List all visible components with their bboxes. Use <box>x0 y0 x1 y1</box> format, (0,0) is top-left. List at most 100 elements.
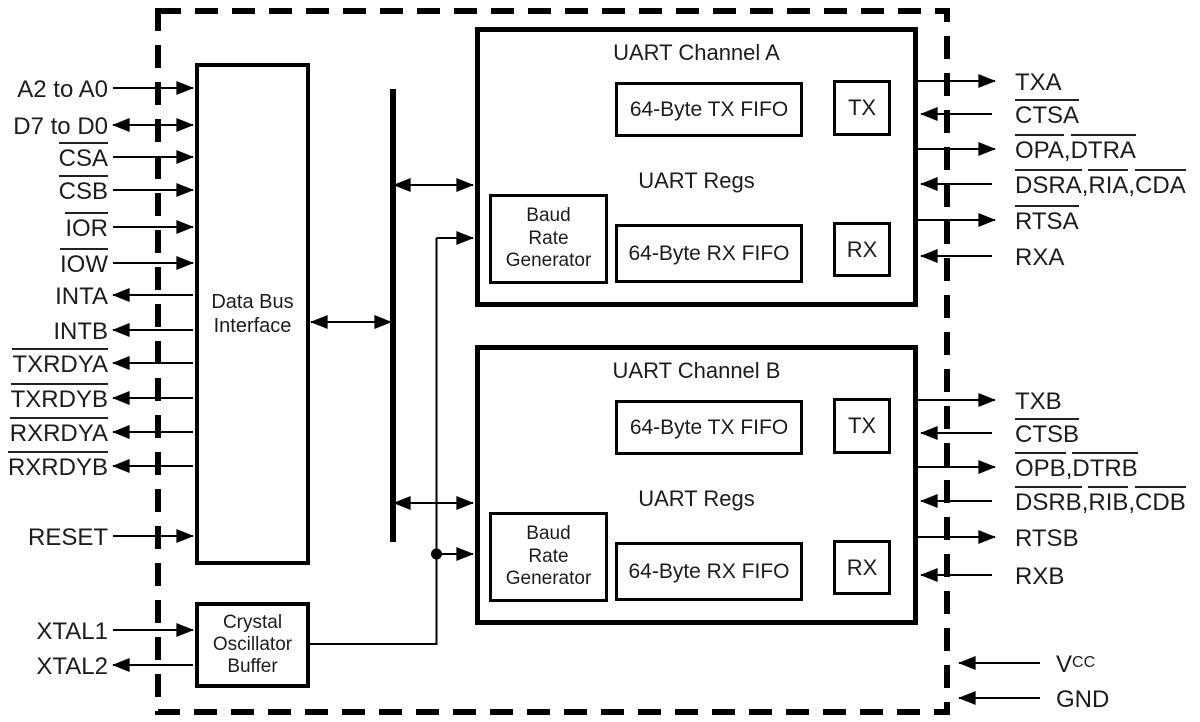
data-bus-interface-label-line: Data Bus <box>211 291 294 313</box>
baud-rate-generator-label-b: Baud Rate Generator <box>506 523 592 590</box>
overlined-signal-text: CSA <box>58 142 108 171</box>
pin-label-xtal1: XTAL1 <box>0 613 108 647</box>
signal-text: A2 to A0 <box>17 76 108 104</box>
signal-text-subscript: CC <box>1072 654 1096 671</box>
overlined-signal-text: DTRB <box>1072 452 1138 481</box>
signal-text: , <box>1128 172 1136 200</box>
uart-channel-b-title: UART Channel B <box>612 358 781 383</box>
pin-label-ctsb: CTSB <box>1015 416 1200 450</box>
overlined-signal-text: TXRDYB <box>10 383 108 412</box>
overlined-signal-text: IOW <box>60 248 108 277</box>
uart-channel-a-block: UART Channel A 64-Byte TX FIFO TX UART R… <box>475 27 918 307</box>
clock-junction-dot <box>431 548 442 560</box>
pin-label-rxa: RXA <box>1015 239 1200 273</box>
signal-text: INTB <box>53 318 108 346</box>
rx-box-a: RX <box>833 222 891 277</box>
pin-label-csb: CSB <box>0 173 108 207</box>
brg-label-line: Baud <box>526 523 571 545</box>
data-bus-interface-label-line: Interface <box>213 315 292 337</box>
pin-label-dsra-ria-cda: DSRA, RIA, CDA <box>1015 167 1200 201</box>
pin-label-csa: CSA <box>0 140 108 174</box>
overlined-signal-text: DSRA <box>1015 169 1082 198</box>
pin-label-inta: INTA <box>0 278 108 312</box>
crystal-oscillator-buffer-label-line: Buffer <box>227 655 278 677</box>
brg-label-line: Baud <box>526 205 571 227</box>
signal-text: GND <box>1056 686 1110 714</box>
crystal-oscillator-buffer-label: Crystal Oscillator Buffer <box>213 612 292 678</box>
signal-text: , <box>1128 489 1136 517</box>
overlined-signal-text: CTSB <box>1015 418 1080 447</box>
pin-label-dsrb-rib-cdb: DSRB, RIB, CDB <box>1015 484 1200 518</box>
pin-label-opa-dtra: OPA, DTRA <box>1015 132 1200 166</box>
tx-fifo-box-b: 64-Byte TX FIFO <box>615 400 803 455</box>
pin-label-txrdyb: TXRDYB <box>0 381 108 415</box>
baud-rate-generator-box-a: Baud Rate Generator <box>489 194 608 284</box>
signal-text: D7 to D0 <box>13 113 108 141</box>
overlined-signal-text: DTRA <box>1070 134 1136 163</box>
tx-fifo-box-a: 64-Byte TX FIFO <box>615 82 803 137</box>
pin-label-txrdya: TXRDYA <box>0 346 108 380</box>
rx-box-b: RX <box>833 540 891 595</box>
crystal-oscillator-buffer-label-line: Oscillator <box>212 634 293 656</box>
tx-fifo-label-a: 64-Byte TX FIFO <box>629 97 789 121</box>
tx-box-a: TX <box>833 80 891 136</box>
overlined-signal-text: DSRB <box>1015 486 1082 515</box>
uart-channel-a-title: UART Channel A <box>613 40 780 65</box>
pin-label-rtsb: RTSB <box>1015 520 1200 554</box>
signal-text: , <box>1081 172 1089 200</box>
rx-fifo-box-a: 64-Byte RX FIFO <box>615 224 803 283</box>
overlined-signal-text: CTSA <box>1015 99 1080 128</box>
pin-label-rxrdyb: RXRDYB <box>0 449 108 483</box>
pin-label-a2-to-a0: A2 to A0 <box>0 71 108 105</box>
tx-box-b: TX <box>833 398 891 454</box>
overlined-signal-text: TXRDYA <box>12 348 108 377</box>
pin-label-ctsa: CTSA <box>1015 97 1200 131</box>
rx-label-a: RX <box>846 236 878 262</box>
rx-fifo-label-b: 64-Byte RX FIFO <box>628 559 790 583</box>
signal-text: RESET <box>27 524 108 552</box>
tx-label-a: TX <box>847 95 877 120</box>
signal-text: , <box>1063 137 1071 165</box>
pin-label-rxrdya: RXRDYA <box>0 415 108 449</box>
brg-label-line: Generator <box>505 250 592 272</box>
overlined-signal-text: CSB <box>58 175 108 204</box>
brg-label-line: Rate <box>528 545 569 567</box>
signal-text: , <box>1081 489 1089 517</box>
signal-text: TXA <box>1015 69 1062 97</box>
pin-label-opb-dtrb: OPB, DTRB <box>1015 450 1200 484</box>
pin-label-rxb: RXB <box>1015 558 1200 592</box>
tx-fifo-label-b: 64-Byte TX FIFO <box>629 415 789 439</box>
baud-rate-generator-label-a: Baud Rate Generator <box>506 205 592 272</box>
overlined-signal-text: RIA <box>1088 169 1129 198</box>
crystal-oscillator-buffer-block: Crystal Oscillator Buffer <box>195 602 310 688</box>
pin-label-ior: IOR <box>0 210 108 244</box>
overlined-signal-text: OPB <box>1015 452 1066 481</box>
signal-text: , <box>1065 455 1073 483</box>
chip-boundary <box>155 8 950 715</box>
pin-label-txa: TXA <box>1015 64 1200 98</box>
baud-rate-generator-box-b: Baud Rate Generator <box>489 512 608 602</box>
pin-label-gnd: GND <box>1056 681 1196 715</box>
tx-label-b: TX <box>847 413 877 438</box>
signal-text: TXB <box>1015 388 1062 416</box>
pin-label-intb: INTB <box>0 313 108 347</box>
brg-label-line: Generator <box>505 568 592 590</box>
overlined-signal-text: RXRDYA <box>9 417 108 446</box>
signal-text: RXB <box>1015 563 1065 591</box>
overlined-signal-text: CDB <box>1135 486 1186 515</box>
data-bus-interface-block: Data Bus Interface <box>195 63 310 565</box>
signal-text: XTAL1 <box>36 618 108 646</box>
signal-text: INTA <box>55 283 108 311</box>
overlined-signal-text: OPA <box>1015 134 1064 163</box>
rx-fifo-label-a: 64-Byte RX FIFO <box>628 241 790 265</box>
pin-label-txb: TXB <box>1015 383 1200 417</box>
signal-text: XTAL2 <box>36 653 108 681</box>
signal-text: RXA <box>1015 244 1065 272</box>
data-bus-interface-label: Data Bus Interface <box>211 290 293 338</box>
pin-label-iow: IOW <box>0 246 108 280</box>
uart-regs-label-b: UART Regs <box>638 486 755 511</box>
signal-text: V <box>1056 651 1073 679</box>
